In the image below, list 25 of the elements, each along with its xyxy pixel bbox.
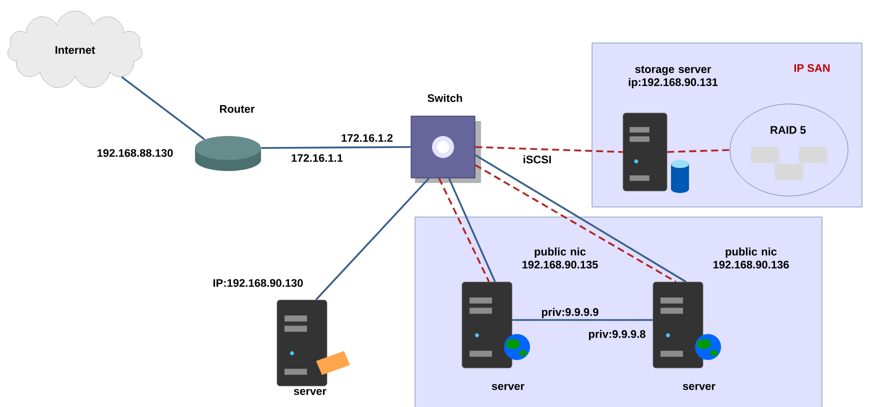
ip-address: public nic 192.168.90.136: [713, 247, 789, 269]
connector: [121, 76, 206, 140]
connector: [261, 146, 411, 149]
connector: [475, 146, 623, 153]
device-label: Router: [220, 105, 255, 113]
server-label: server: [492, 384, 524, 390]
ip-address: public nic 192.168.90.135: [522, 247, 598, 269]
ip-address: 172.16.1.2: [342, 134, 393, 142]
cloud: Internet: [8, 10, 142, 88]
device-label: Switch: [428, 94, 462, 102]
server-label: server: [682, 384, 716, 390]
connector: [315, 178, 430, 300]
ip-address: 172.16.1.1: [292, 154, 343, 162]
server-label: server: [294, 388, 326, 396]
connector: [448, 178, 496, 282]
ip-address: priv:9.9.9.8: [589, 330, 646, 340]
server-label: storage server ip:192.168.90.131: [628, 66, 718, 88]
connector: [438, 178, 490, 282]
device-label: RAID 5: [770, 126, 806, 134]
ip-address: 192.168.88.130: [97, 149, 173, 157]
group-title: IP SAN: [794, 64, 830, 72]
connector: [667, 149, 730, 153]
connector: [512, 319, 653, 321]
ip-address: priv:9.9.9.9: [542, 308, 598, 318]
ip-address: IP:192.168.90.130: [213, 279, 303, 287]
